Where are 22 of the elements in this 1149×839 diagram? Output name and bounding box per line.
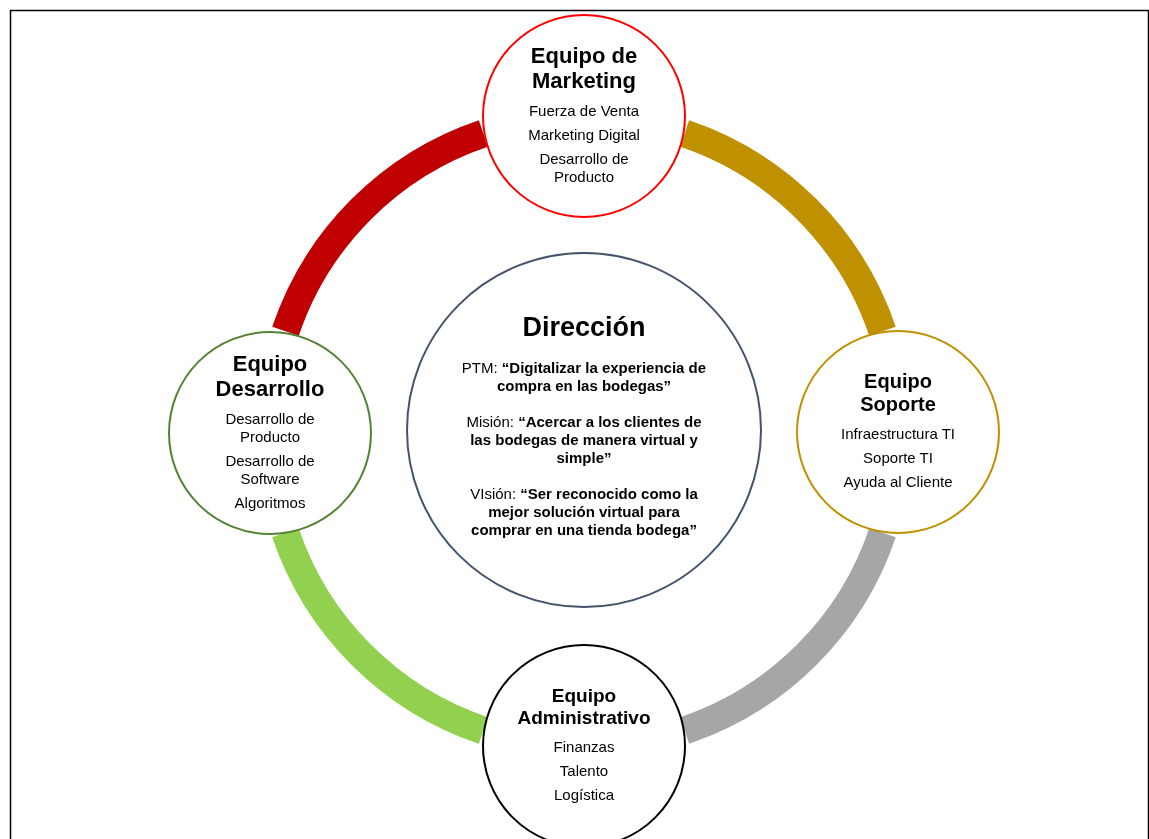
node-item: Desarrollo de Producto (224, 410, 316, 447)
node-heading: Equipo Administrativo (516, 685, 652, 729)
node-item: Infraestructura TI (841, 425, 955, 443)
node-item: Soporte TI (863, 449, 933, 467)
node-item: Logística (553, 785, 614, 804)
node-heading: Equipo Desarrollo (214, 350, 326, 402)
statement-text: PTM: “Digitalizar la experiencia de compra en las bodegas” (460, 358, 708, 395)
node-heading: Equipo Soporte (859, 370, 937, 416)
node-item: Desarrollo de Software (224, 452, 316, 489)
node-item: Finanzas (553, 737, 615, 756)
ring-arc-connector (272, 120, 489, 337)
node-heading: Dirección (522, 312, 646, 344)
node-heading: Equipo de Marketing (529, 42, 639, 94)
ring-arc-connector (679, 120, 896, 337)
statement-text: VIsión: “Ser reconocido como la mejor solución virtual para comprar en una tienda bodega” (469, 484, 699, 539)
node-item: Desarrollo de Producto (538, 150, 630, 187)
statement-text: Misión: “Acercar a los clientes de las bodegas de manera virtual y simple” (465, 412, 703, 467)
node-item: Fuerza de Venta (528, 102, 640, 121)
node-item: Algoritmos (234, 494, 306, 513)
node-item: Ayuda al Cliente (843, 473, 953, 491)
node-item: Talento (559, 761, 609, 780)
node-item: Marketing Digital (528, 126, 640, 145)
